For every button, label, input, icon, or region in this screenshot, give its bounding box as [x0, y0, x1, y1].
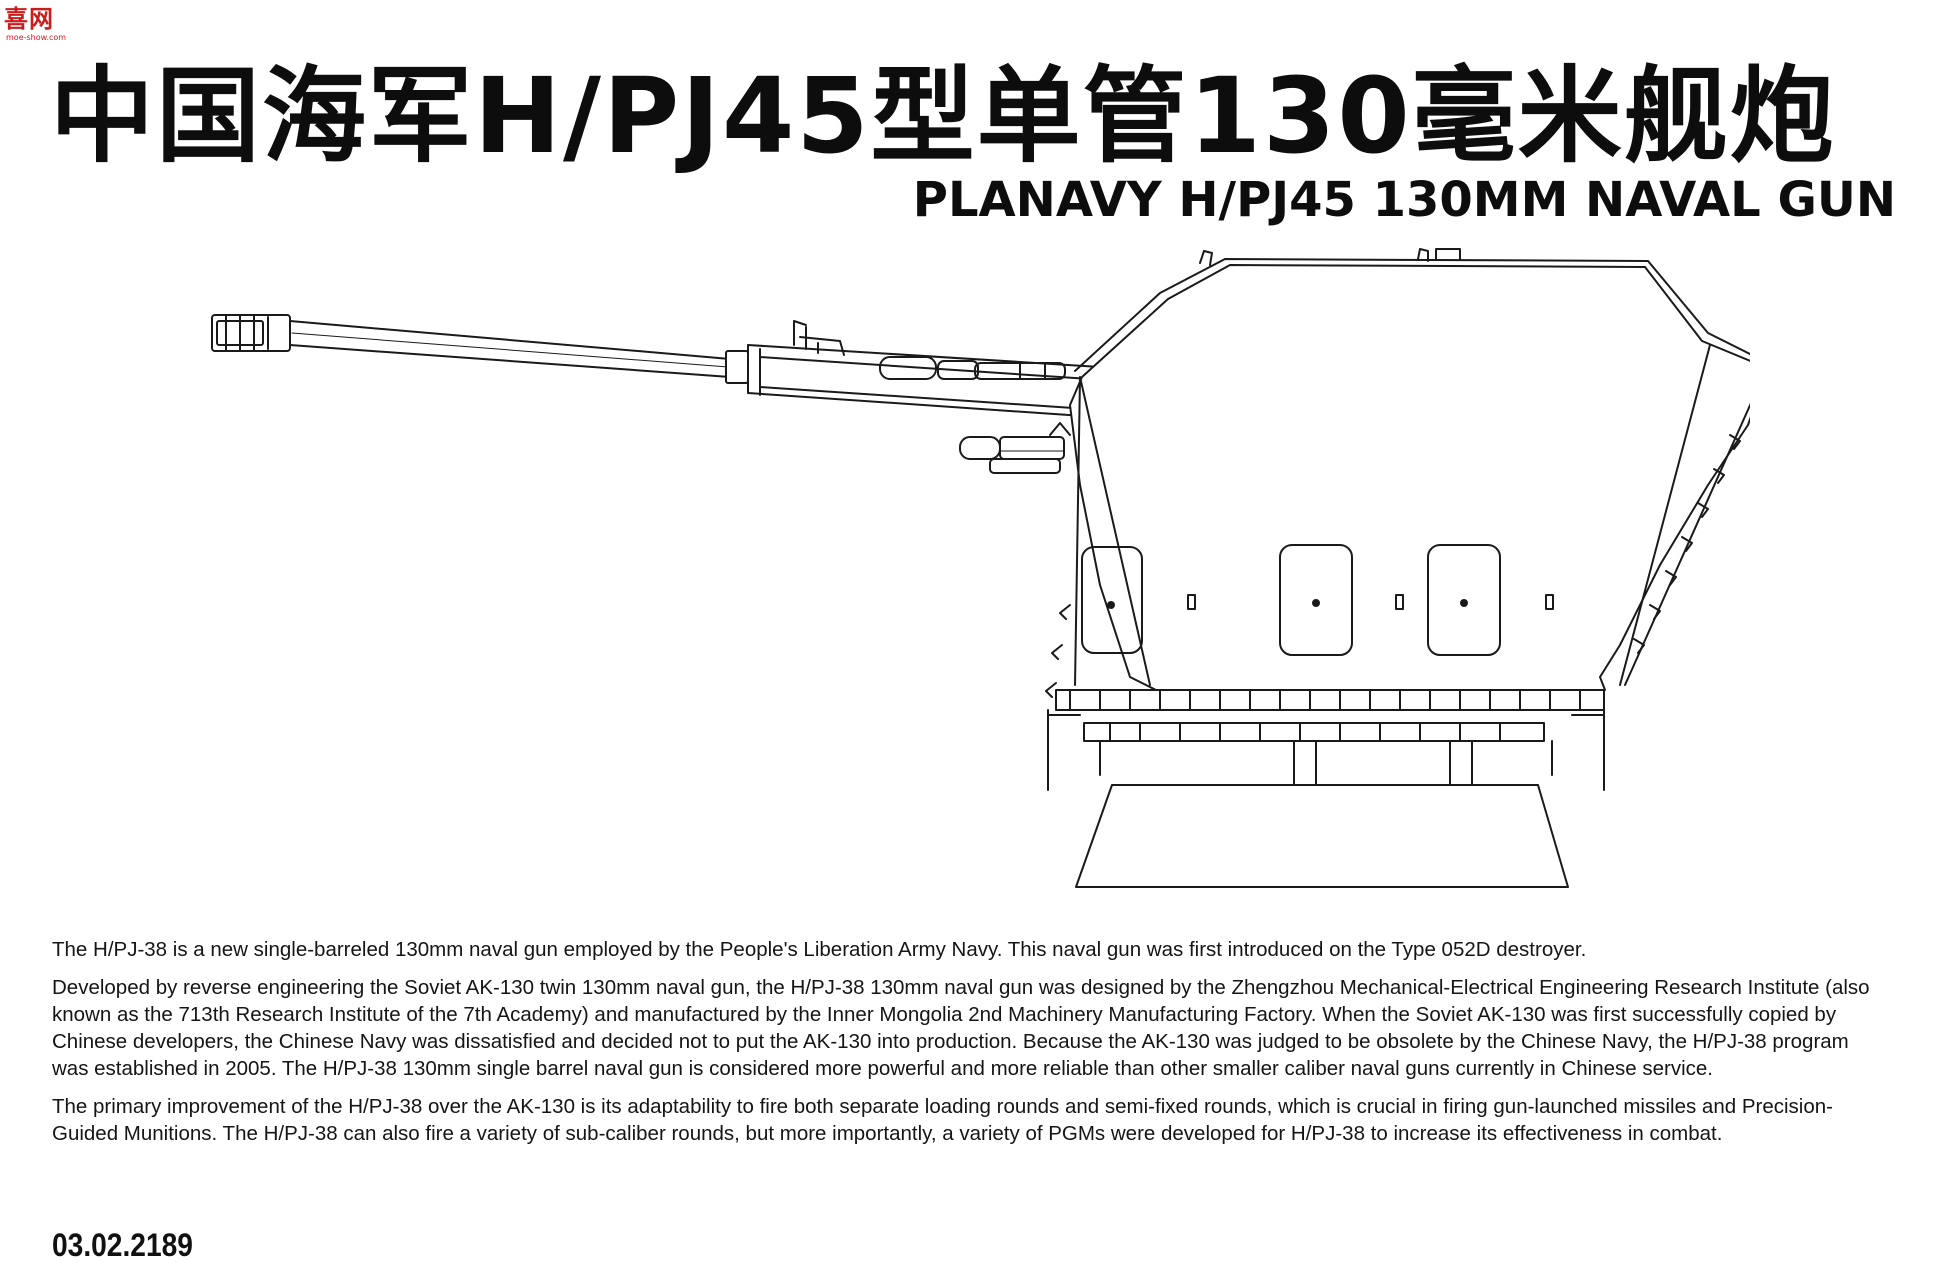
description-paragraph-1: The H/PJ-38 is a new single-barreled 130…: [52, 938, 1587, 961]
gun-pedestal: [1075, 784, 1569, 888]
watermark-logo-text: 喜网: [4, 5, 54, 33]
product-code: 03.02.2189: [52, 1227, 193, 1263]
turret-base-ring: [1047, 689, 1605, 791]
gun-barrel: [289, 320, 749, 384]
turret-shield: [1045, 248, 1750, 698]
description-paragraph-3: The primary improvement of the H/PJ-38 o…: [52, 1095, 1833, 1145]
gun-muzzle: [211, 314, 291, 352]
watermark-logo-url: moe-show.com: [6, 33, 67, 42]
watermark-logo: 喜网 moe-show.com: [4, 6, 68, 42]
title-english: PLANAVY H/PJ45 130MM NAVAL GUN: [912, 172, 1896, 228]
naval-gun-line-drawing: [200, 245, 1750, 905]
description-text: The H/PJ-38 is a new single-barreled 130…: [52, 936, 1882, 1158]
title-chinese: 中国海军H/PJ45型单管130毫米舰炮: [50, 55, 1836, 177]
naval-gun-icon: [211, 248, 1750, 888]
description-paragraph-2: Developed by reverse engineering the Sov…: [52, 976, 1870, 1080]
gun-cradle: [747, 320, 1101, 474]
